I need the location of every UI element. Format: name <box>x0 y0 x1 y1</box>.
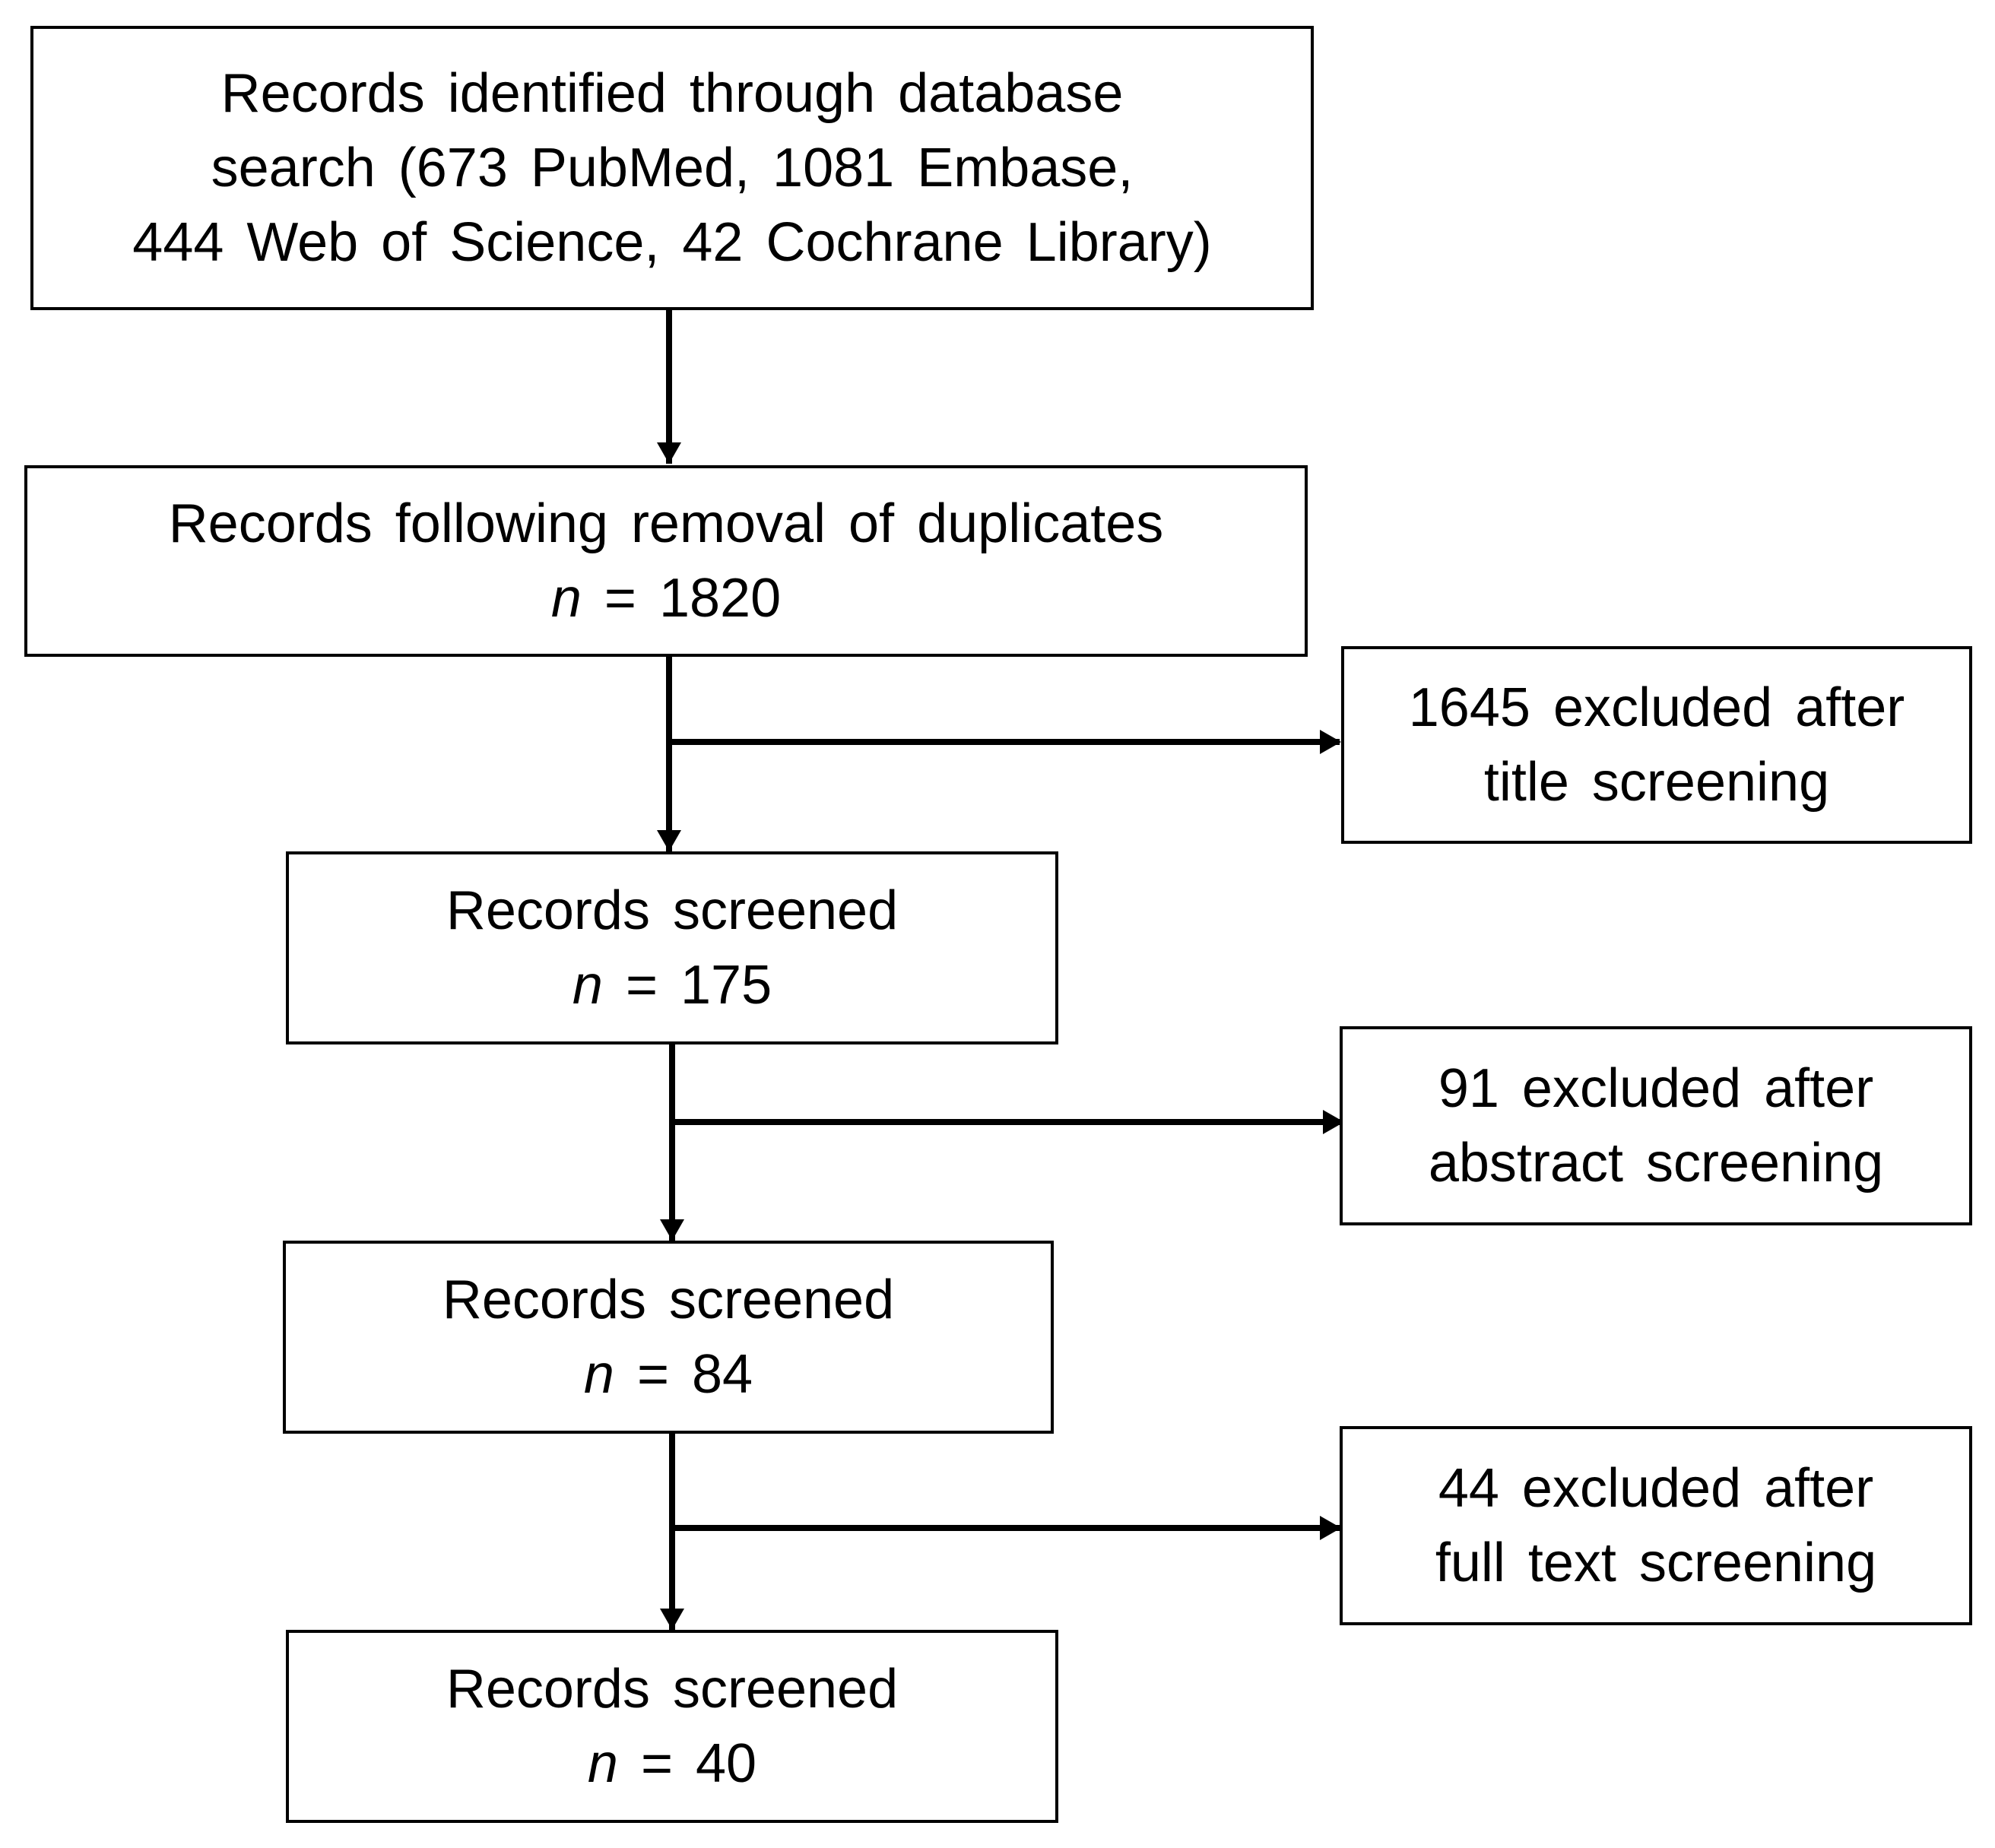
arrowhead-deduplicated <box>657 442 681 464</box>
exclusion-fulltext-box: 44 excluded after full text screening <box>1340 1426 1972 1625</box>
exclusion-title-line-1: 1645 excluded after <box>1408 677 1905 738</box>
identified-line-2: search (673 PubMed, 1081 Embase, <box>211 138 1134 198</box>
deduplicated-records-box: Records following removal of duplicates … <box>24 465 1308 657</box>
screened-3-n-symbol: n <box>587 1733 618 1794</box>
exclusion-title-line-2: title screening <box>1483 752 1830 813</box>
exclusion-abstract-box: 91 excluded after abstract screening <box>1340 1026 1972 1225</box>
screened-2-n-value: = 84 <box>636 1344 753 1405</box>
screened-2-label: Records screened <box>442 1270 895 1330</box>
screened-2-count: n = 84 <box>584 1337 753 1412</box>
screened-1-label: Records screened <box>446 880 899 941</box>
exclusion-abstract-line-1: 91 excluded after <box>1438 1058 1874 1119</box>
arrowhead-exclusion-fulltext <box>1320 1516 1341 1540</box>
screened-records-box-3: Records screened n = 40 <box>286 1630 1058 1823</box>
screened-2-n-symbol: n <box>583 1344 614 1405</box>
identified-line-1: Records identified through database <box>220 63 1124 124</box>
arrowhead-exclusion-title <box>1320 730 1341 754</box>
screened-3-n-value: = 40 <box>640 1733 757 1794</box>
exclusion-title-box: 1645 excluded after title screening <box>1341 646 1972 844</box>
exclusion-fulltext-line-1: 44 excluded after <box>1438 1458 1874 1519</box>
exclusion-fulltext-line-2: full text screening <box>1435 1533 1877 1593</box>
screened-3-label: Records screened <box>446 1659 899 1720</box>
screened-1-n-symbol: n <box>572 955 603 1016</box>
deduplicated-n-symbol: n <box>550 568 582 629</box>
screened-records-box-1: Records screened n = 175 <box>286 851 1058 1044</box>
identified-line-3: 444 Web of Science, 42 Cochrane Library) <box>132 212 1212 273</box>
deduplicated-n-value: = 1820 <box>604 568 782 629</box>
screened-3-count: n = 40 <box>588 1726 756 1801</box>
screened-records-box-2: Records screened n = 84 <box>283 1241 1054 1434</box>
identified-records-box: Records identified through database sear… <box>30 26 1314 310</box>
arrowhead-screened-1 <box>657 830 681 851</box>
deduplicated-label: Records following removal of duplicates <box>168 493 1164 554</box>
deduplicated-count: n = 1820 <box>551 561 781 636</box>
arrowhead-screened-3 <box>660 1609 684 1630</box>
screened-1-n-value: = 175 <box>625 955 772 1016</box>
arrowhead-exclusion-abstract <box>1323 1110 1344 1134</box>
exclusion-abstract-line-2: abstract screening <box>1428 1133 1884 1193</box>
arrowhead-screened-2 <box>660 1219 684 1241</box>
screened-1-count: n = 175 <box>572 948 772 1022</box>
